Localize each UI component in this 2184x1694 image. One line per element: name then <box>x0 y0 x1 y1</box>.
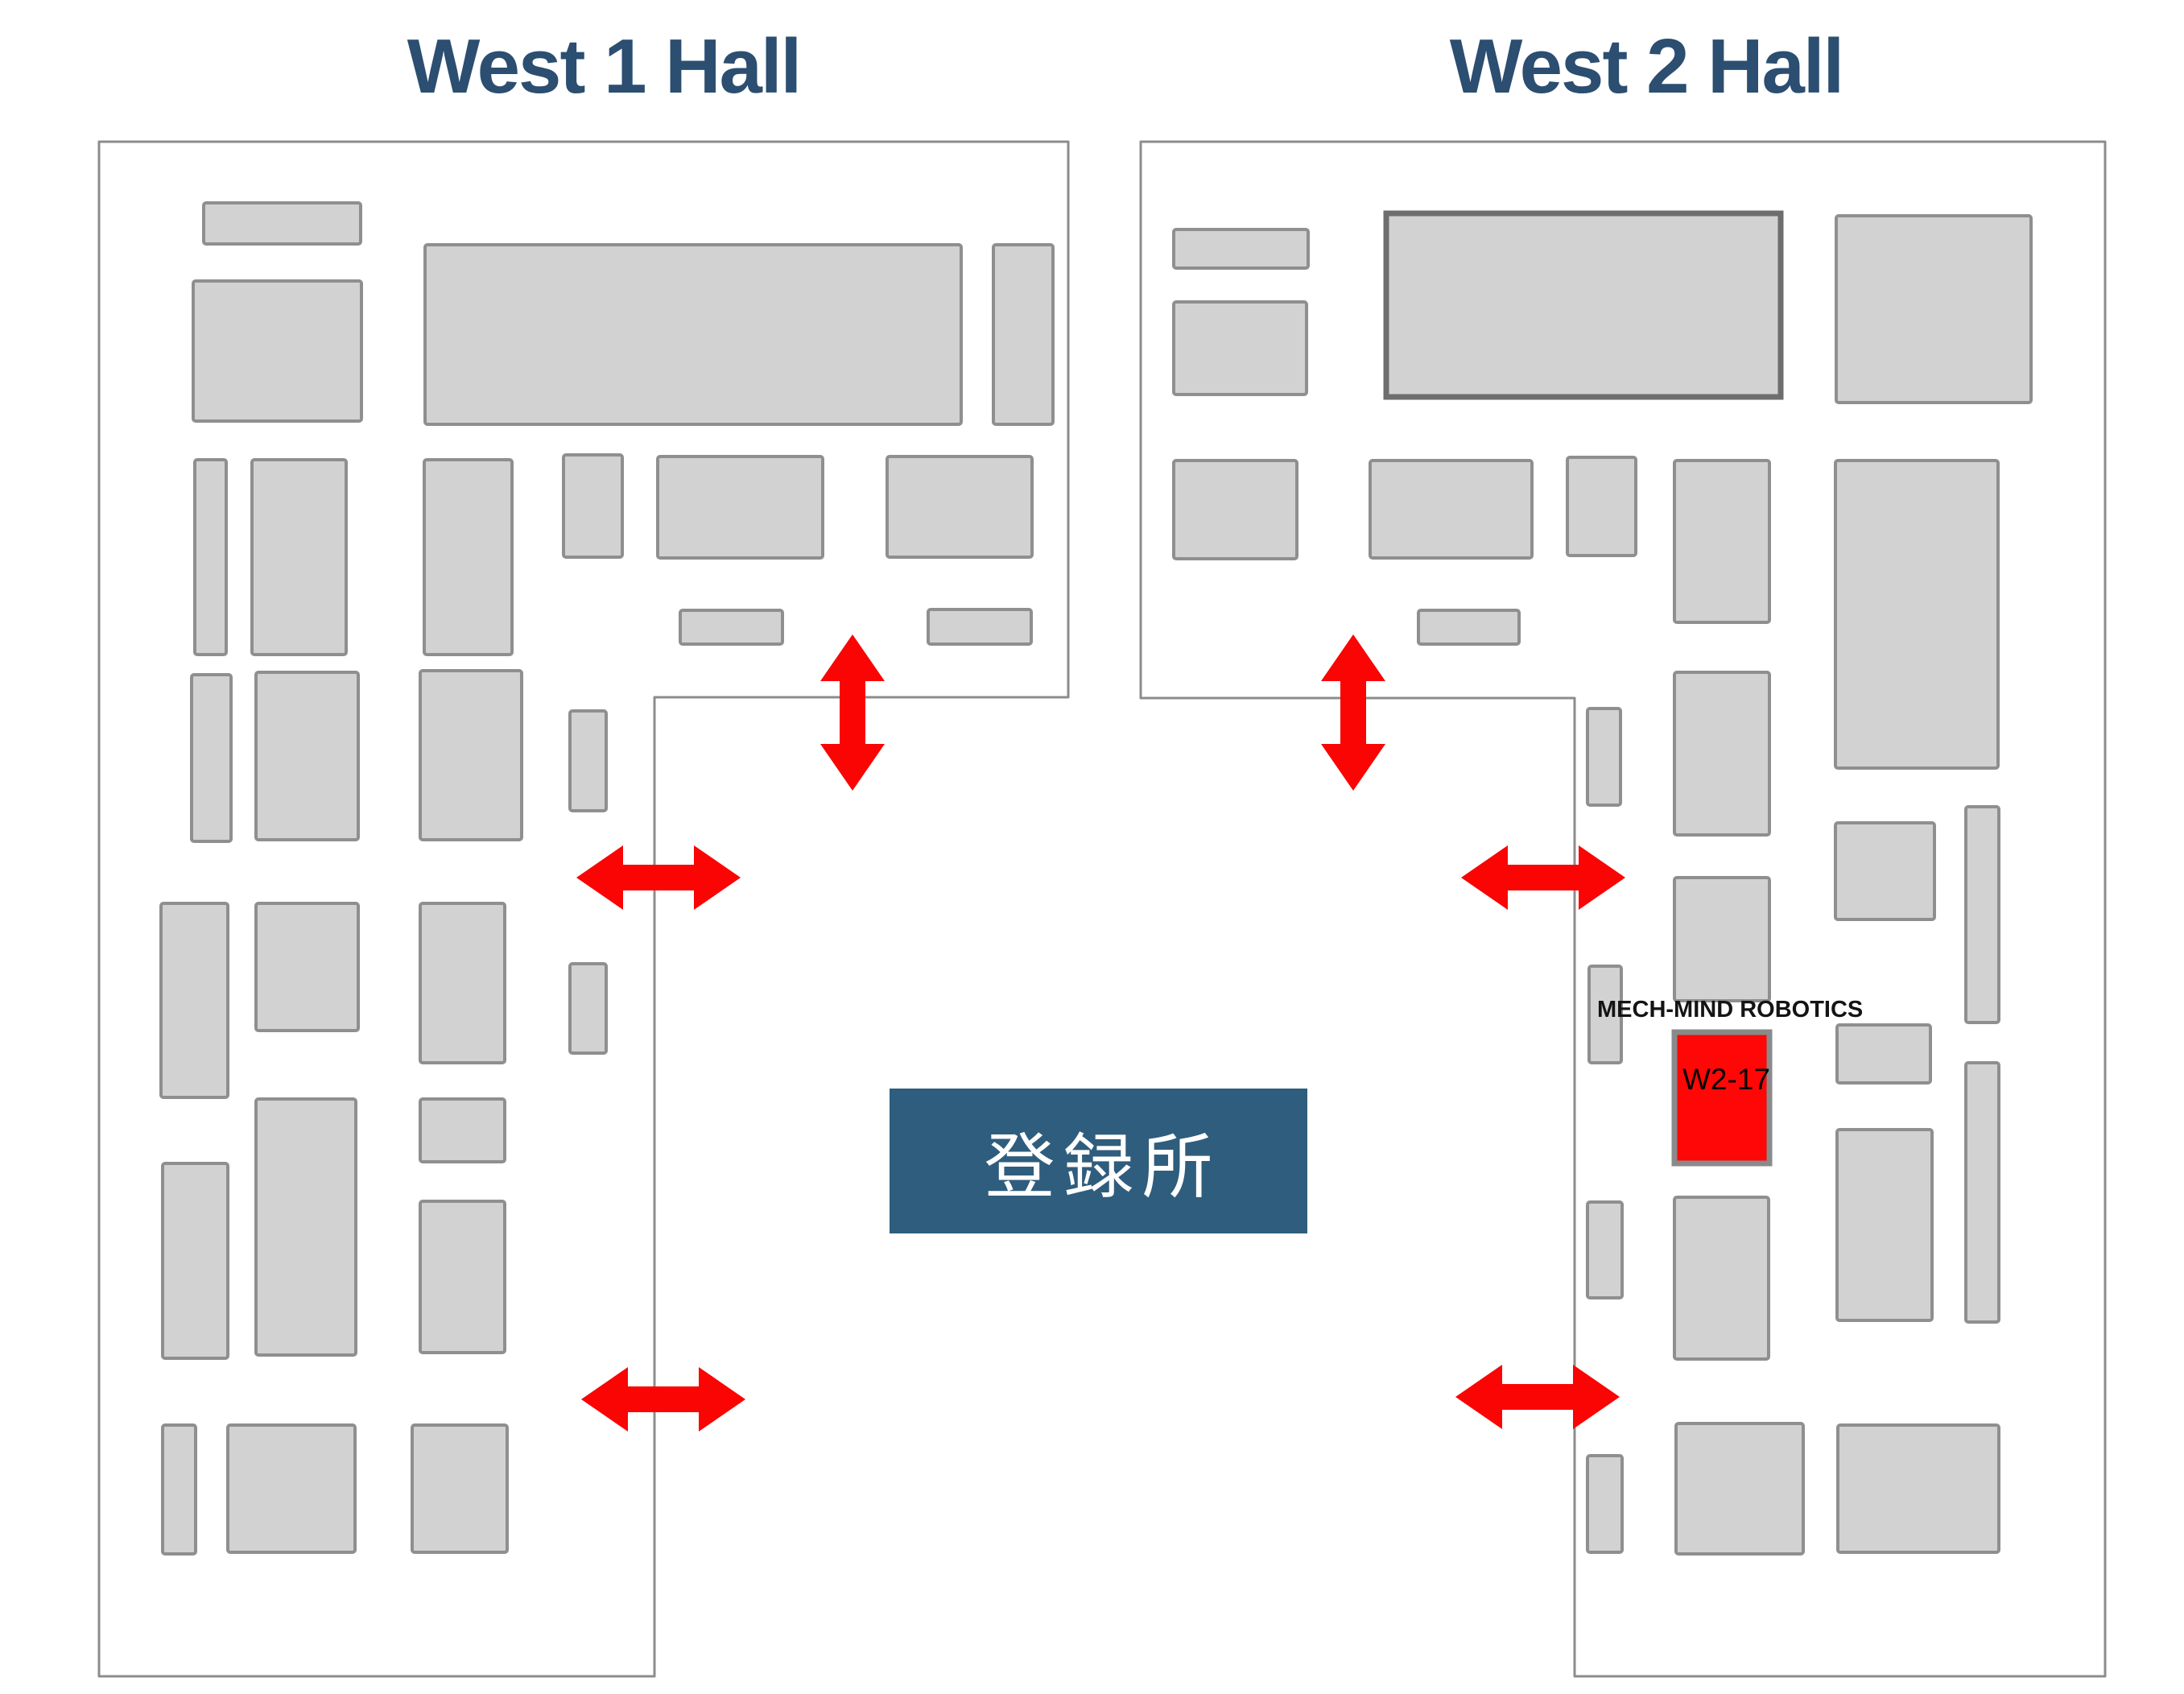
booth <box>1172 228 1310 270</box>
booth <box>423 243 963 426</box>
booth <box>193 458 228 656</box>
booth <box>1834 821 1936 921</box>
hall-title-west1: West 1 Hall <box>407 23 802 109</box>
booth <box>161 1423 197 1556</box>
booth <box>1369 459 1534 560</box>
booth <box>1674 1422 1805 1556</box>
booth <box>1673 1196 1770 1361</box>
booth <box>1836 1423 2000 1554</box>
booth <box>1417 609 1521 646</box>
booth <box>927 608 1033 646</box>
booth-dark-border <box>1383 210 1784 400</box>
booth <box>1834 459 2000 770</box>
booth <box>1835 1023 1932 1085</box>
booth <box>254 902 360 1032</box>
booth <box>1566 456 1637 557</box>
booth <box>1835 1128 1934 1322</box>
booth <box>226 1423 357 1554</box>
booth <box>1586 1454 1624 1554</box>
entrance-arrow-horizontal <box>581 1367 745 1432</box>
booth <box>419 669 523 841</box>
entrance-arrow-horizontal <box>1455 1365 1620 1429</box>
exhibitor-name-label: MECH-MIND ROBOTICS <box>1597 997 1864 1023</box>
entrance-arrow-vertical <box>1321 634 1385 791</box>
booth <box>1587 965 1623 1064</box>
booth <box>419 1200 506 1354</box>
booth <box>1586 1200 1624 1299</box>
booth <box>1964 805 2000 1024</box>
booth <box>1673 459 1771 624</box>
booth <box>1172 300 1308 396</box>
booth <box>192 279 363 423</box>
booth <box>254 1097 357 1357</box>
registration-box: 登録所 <box>890 1089 1307 1233</box>
booth <box>1673 876 1771 1002</box>
booth <box>159 902 229 1099</box>
booth <box>161 1162 229 1360</box>
booth <box>886 455 1034 559</box>
booth <box>202 201 362 246</box>
booth <box>992 243 1055 426</box>
highlighted-booth-number: W2-17 <box>1682 1063 1770 1096</box>
booth <box>568 962 608 1055</box>
registration-label: 登録所 <box>984 1126 1221 1207</box>
booth <box>562 453 624 559</box>
booth <box>419 902 506 1064</box>
booth <box>1172 459 1298 560</box>
entrance-arrow-horizontal <box>1461 845 1625 910</box>
hall-title-west2: West 2 Hall <box>1449 23 1844 109</box>
highlighted-booth <box>1671 1029 1773 1167</box>
booth <box>250 458 348 656</box>
booth <box>423 458 514 656</box>
booth <box>568 709 608 812</box>
entrance-arrow-horizontal <box>576 845 741 910</box>
booth <box>1586 707 1622 807</box>
booth <box>1835 214 2033 404</box>
booth <box>1673 671 1771 837</box>
booth <box>411 1423 509 1554</box>
booth <box>656 455 824 560</box>
booth <box>419 1097 506 1163</box>
booth <box>1964 1061 2000 1324</box>
booth <box>679 609 784 646</box>
entrance-arrow-vertical <box>820 634 885 791</box>
booth <box>190 673 233 843</box>
booth <box>254 671 360 841</box>
